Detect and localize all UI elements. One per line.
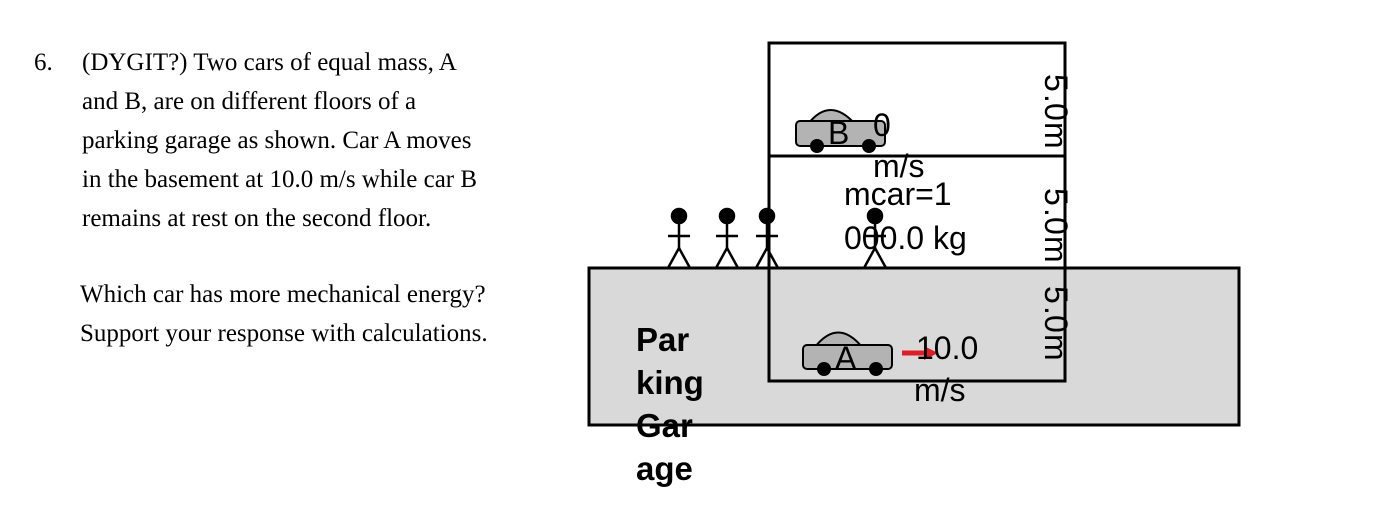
garage-label: Par — [636, 321, 689, 358]
garage-area — [587, 266, 1241, 427]
car-a-speed: 10.0 — [916, 330, 978, 366]
floor-second — [767, 154, 1067, 270]
floor-height-char: 5 — [1038, 286, 1074, 304]
garage-label: Gar — [636, 407, 693, 444]
garage-label: age — [636, 450, 693, 487]
car-a-label: A — [835, 340, 857, 376]
floor-height-label: 5 . 0 m — [1038, 286, 1074, 361]
velocity-arrow-icon — [902, 346, 938, 360]
question-line: remains at rest on the second floor. — [82, 205, 432, 232]
garage-label: king — [636, 364, 704, 401]
floor-height-char: . — [1038, 94, 1074, 103]
svg-text:5 . 0 m: 5 . 0 m — [1038, 74, 1074, 149]
prompt-line: Which car has more mechanical energy? — [80, 281, 486, 308]
question-line: and B, are on different floors of a — [82, 88, 417, 115]
car-b-speed-unit: m/s — [873, 148, 925, 184]
mass-label: mcar=1 — [844, 176, 952, 212]
floor-height-char: m — [1038, 236, 1074, 263]
car-b-label: B — [828, 115, 849, 151]
floor-height-char: 0 — [1038, 103, 1074, 121]
car-b-icon — [795, 109, 886, 153]
prompt-line: Support your response with calculations. — [80, 320, 488, 347]
floor-height-char: 5 — [1038, 74, 1074, 92]
svg-text:5 . 0 m: 5 . 0 m — [1038, 286, 1074, 361]
question-paragraph: (DYGIT?) Two cars of equal mass, A and B… — [82, 43, 562, 238]
floor-height-label: 5 . 0 m — [1038, 74, 1074, 149]
mass-label-cont: 000.0 kg — [844, 220, 967, 256]
floor-height-char: 0 — [1038, 217, 1074, 235]
svg-text:5 . 0 m: 5 . 0 m — [1038, 188, 1074, 263]
person-icon — [862, 207, 888, 269]
floor-height-char: 5 — [1038, 188, 1074, 206]
car-b-speed: 0 — [873, 107, 891, 143]
floor-height-char: m — [1038, 122, 1074, 149]
floor-height-char: . — [1038, 208, 1074, 217]
person-icon — [754, 207, 780, 269]
person-icon — [666, 207, 692, 269]
car-a-icon — [802, 331, 893, 376]
question-prompt: Which car has more mechanical energy? Su… — [80, 275, 600, 353]
question-line: in the basement at 10.0 m/s while car B — [82, 166, 478, 193]
floor-third — [767, 41, 1067, 158]
question-line: (DYGIT?) Two cars of equal mass, A — [82, 49, 457, 76]
person-icon — [714, 207, 740, 269]
car-a-speed-unit: m/s — [914, 372, 966, 408]
floor-height-char: . — [1038, 306, 1074, 315]
floor-basement — [767, 266, 1067, 383]
floor-height-label: 5 . 0 m — [1038, 188, 1074, 263]
floor-height-char: 0 — [1038, 315, 1074, 333]
question-number: 6. — [34, 49, 53, 76]
question-line: parking garage as shown. Car A moves — [82, 127, 472, 154]
floor-height-char: m — [1038, 334, 1074, 361]
